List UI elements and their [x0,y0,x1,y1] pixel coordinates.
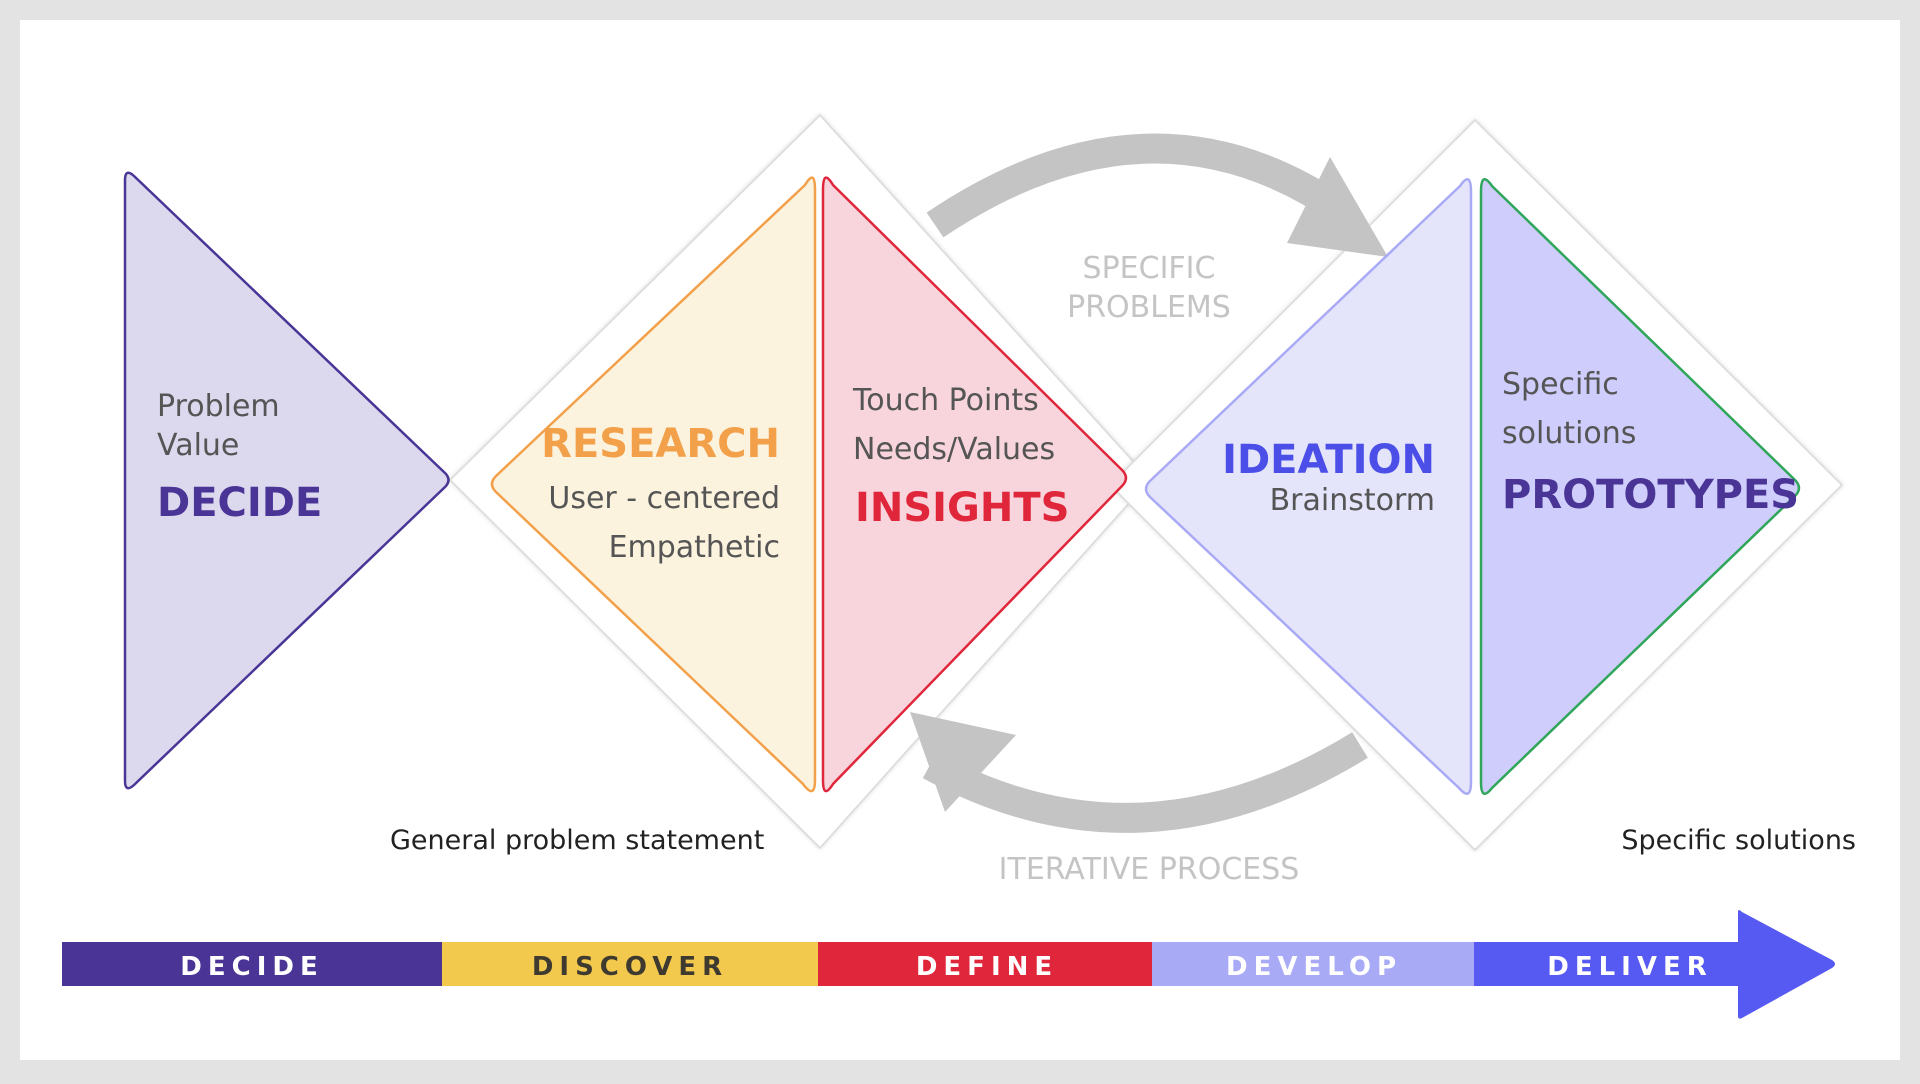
timeline-decide-segment [62,942,442,986]
insights-line1: Touch Points [852,383,1039,418]
specific-solutions-caption: Specific solutions [1621,825,1856,856]
timeline-discover-label: DISCOVER [532,952,728,982]
decide-line2: Value [157,428,239,463]
prototypes-line1: Specific [1502,367,1619,402]
decide-triangle [123,171,450,790]
research-line1: User - centered [548,481,780,516]
specific-problems-label-line1: SPECIFIC [1083,251,1216,286]
develop-deliver-diamond [1109,119,1843,851]
timeline-decide-label: DECIDE [180,952,323,982]
timeline-develop-segment [1152,942,1474,986]
ideation-triangle [1144,178,1473,795]
decide-title: DECIDE [157,480,322,526]
timeline-discover-segment [442,942,818,986]
ideation-line1: Brainstorm [1270,483,1435,518]
timeline-deliver-segment [1474,942,1738,986]
prototypes-line2: solutions [1502,416,1636,451]
insights-line2: Needs/Values [853,432,1055,467]
ideation-title: IDEATION [1222,437,1435,483]
timeline-arrowhead [1738,910,1835,1019]
general-problem-caption: General problem statement [390,825,764,856]
prototypes-triangle [1479,178,1801,795]
research-title: RESEARCH [541,421,780,467]
decide-line1: Problem [157,389,280,424]
specific-problems-arrowhead [1287,157,1388,257]
specific-problems-label-line2: PROBLEMS [1067,290,1231,325]
iterative-process-label: ITERATIVE PROCESS [999,852,1300,887]
research-line2: Empathetic [609,530,780,565]
timeline-develop-label: DEVELOP [1226,952,1402,982]
insights-title: INSIGHTS [855,485,1069,531]
timeline-define-label: DEFINE [916,952,1058,982]
timeline-define-segment [818,942,1152,986]
prototypes-title: PROTOTYPES [1502,472,1799,518]
research-triangle [490,176,817,793]
timeline-deliver-label: DELIVER [1547,952,1713,982]
iterative-process-arrowhead [910,712,1016,812]
insights-triangle [821,176,1128,793]
specific-problems-arc [926,133,1349,238]
iterative-process-arc [922,732,1368,833]
